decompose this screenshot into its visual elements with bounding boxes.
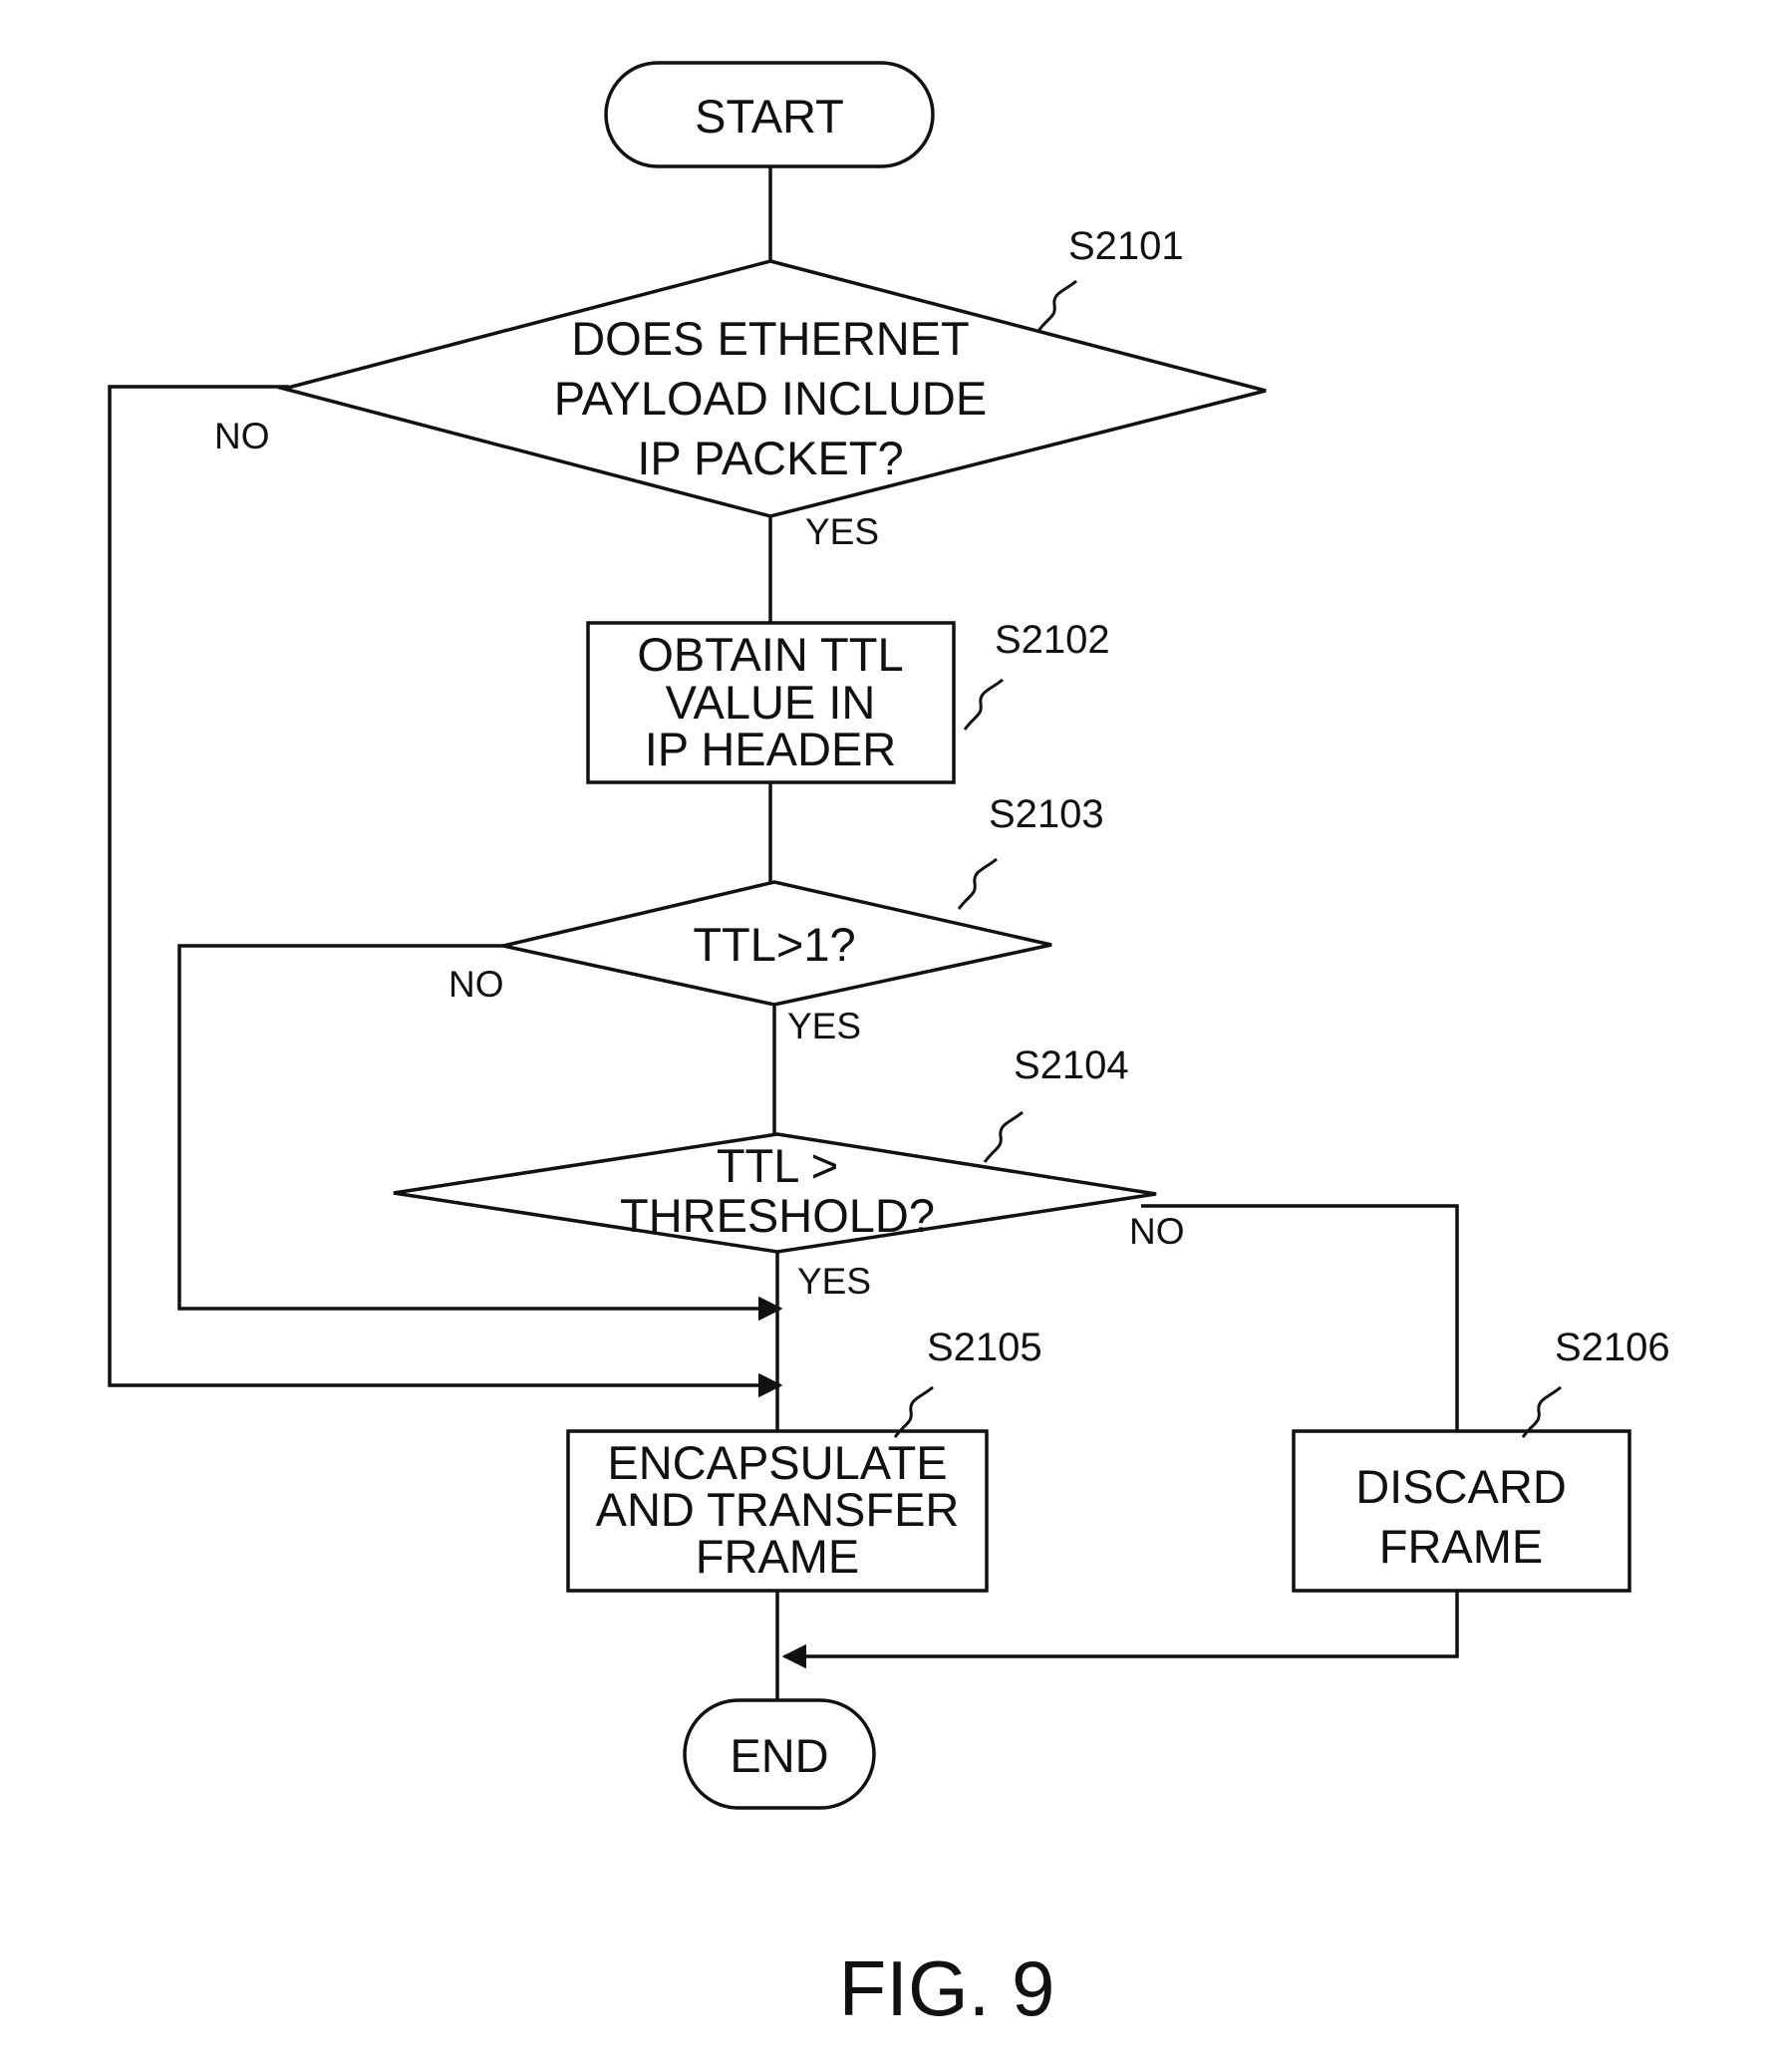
s2102-line-2: VALUE IN — [666, 676, 876, 729]
s2104-step-label: S2104 — [1014, 1043, 1129, 1087]
s2102-step-label: S2102 — [995, 618, 1110, 662]
s2101-leader-squiggle — [1038, 281, 1076, 331]
s2104-leader-squiggle — [985, 1112, 1023, 1162]
end-label: END — [730, 1729, 828, 1782]
s2104-line-1: TTL > — [717, 1139, 838, 1192]
s2106-step-label: S2106 — [1555, 1326, 1670, 1369]
s2103-yes-label: YES — [787, 1006, 861, 1046]
s2104-line-2: THRESHOLD? — [620, 1189, 935, 1242]
s2105-step-label: S2105 — [927, 1326, 1042, 1369]
s2101-line-2: PAYLOAD INCLUDE — [554, 372, 987, 425]
s2106-line-2: FRAME — [1379, 1520, 1544, 1573]
connector-s2106-to-end — [784, 1591, 1457, 1656]
s2101-line-1: DOES ETHERNET — [571, 312, 970, 365]
s2102-line-3: IP HEADER — [645, 723, 897, 775]
s2104-no-label: NO — [1129, 1211, 1185, 1252]
s2103-line-1: TTL>1? — [693, 918, 855, 971]
s2102-line-1: OBTAIN TTL — [637, 628, 903, 681]
s2106-line-1: DISCARD — [1355, 1460, 1567, 1513]
s2101-no-label: NO — [214, 416, 270, 456]
connector-s2104-no — [1141, 1206, 1457, 1431]
s2105-line-2: AND TRANSFER — [596, 1483, 960, 1536]
s2105-line-3: FRAME — [696, 1530, 860, 1583]
s2105-line-1: ENCAPSULATE — [607, 1436, 947, 1489]
s2101-step-label: S2101 — [1068, 224, 1184, 268]
s2103-step-label: S2103 — [989, 792, 1104, 836]
s2102-leader-squiggle — [965, 680, 1003, 730]
s2104-yes-label: YES — [797, 1261, 871, 1302]
s2101-yes-label: YES — [805, 511, 879, 552]
s2103-leader-squiggle — [959, 859, 997, 909]
s2101-line-3: IP PACKET? — [637, 432, 903, 484]
start-label: START — [695, 90, 844, 143]
s2103-no-label: NO — [448, 964, 504, 1005]
figure-caption: FIG. 9 — [839, 1944, 1055, 2032]
